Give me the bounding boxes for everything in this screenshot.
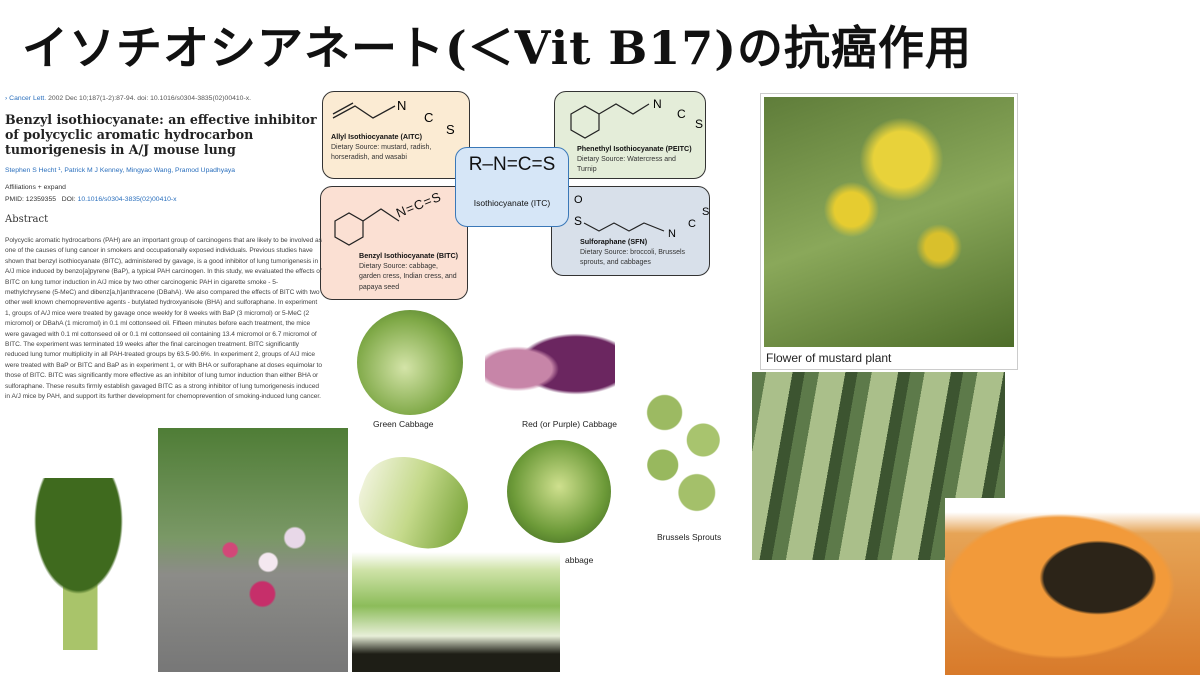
itc-formula: R–N=C=S xyxy=(468,154,556,175)
papaya-photo xyxy=(945,498,1200,675)
doi-label: DOI: xyxy=(61,196,76,203)
svg-text:C: C xyxy=(424,110,433,125)
pubmed-article: › Cancer Lett. 2002 Dec 10;187(1-2):87-9… xyxy=(5,93,323,229)
svg-text:C: C xyxy=(677,107,686,121)
abstract-text: Polycyclic aromatic hydrocarbons (PAH) a… xyxy=(5,237,322,401)
brussels-sprouts-label: Brussels Sprouts xyxy=(657,532,722,542)
green-cabbage-photo xyxy=(357,310,463,415)
svg-text:S: S xyxy=(695,117,703,131)
aitc-structure-icon: N CS xyxy=(332,98,455,136)
red-cabbage-label: Red (or Purple) Cabbage xyxy=(522,419,617,429)
aitc-source: Dietary Source: mustard, radish, horsera… xyxy=(331,143,432,162)
svg-text:C: C xyxy=(688,218,696,230)
broccoli-photo xyxy=(0,478,157,650)
abstract-heading: Abstract xyxy=(5,214,49,225)
aitc-name: Allyl Isothiocyanate (AITC) xyxy=(331,132,423,141)
citation-line: › Cancer Lett. 2002 Dec 10;187(1-2):87-9… xyxy=(5,93,323,104)
peitc-name: Phenethyl Isothiocyanate (PEITC) xyxy=(577,144,692,153)
savoy-cabbage-label: abbage xyxy=(565,555,594,565)
sfn-name: Sulforaphane (SFN) xyxy=(580,237,648,246)
affiliations-row: Affiliations + expand xyxy=(5,182,323,194)
journal-name[interactable]: Cancer Lett. xyxy=(9,95,47,102)
radish-photo xyxy=(158,428,348,672)
affiliations-label: Affiliations xyxy=(5,184,36,191)
bitc-source: Dietary Source: cabbage, garden cress, I… xyxy=(359,262,457,291)
peitc-source: Dietary Source: Watercress and Turnip xyxy=(577,155,676,174)
svg-text:S: S xyxy=(446,122,455,136)
article-heading: Benzyl isothiocyanate: an effective inhi… xyxy=(5,112,317,157)
pmid: PMID: 12359355 xyxy=(5,196,57,203)
slide-title: イソチオシアネート(＜Vit B17)の抗癌作用 xyxy=(22,21,973,75)
svg-text:O: O xyxy=(574,194,583,206)
itc-center-box: R–N=C=S Isothiocyanate (ITC) xyxy=(455,147,569,227)
brussels-sprouts-photo xyxy=(637,390,729,515)
svg-text:S: S xyxy=(574,214,582,228)
citation: 2002 Dec 10;187(1-2):87-94. doi: 10.1016… xyxy=(48,95,251,102)
itc-name: Isothiocyanate (ITC) xyxy=(473,198,551,208)
authors[interactable]: Stephen S Hecht ¹, Patrick M J Kenney, M… xyxy=(5,167,236,174)
savoy-cabbage-photo xyxy=(507,440,611,543)
svg-text:S: S xyxy=(702,206,709,218)
bitc-name: Benzyl Isothiocyanate (BITC) xyxy=(359,251,459,260)
svg-text:N: N xyxy=(668,228,676,239)
bitc-structure-icon xyxy=(334,208,400,246)
bitc-box: N=C=S Benzyl Isothiocyanate (BITC)Dietar… xyxy=(320,186,468,300)
ids-row: PMID: 12359355 DOI: 10.1016/s0304-3835(0… xyxy=(5,194,323,206)
mustard-flower-photo: Flower of mustard plant xyxy=(760,93,1018,370)
doi-link[interactable]: 10.1016/s0304-3835(02)00410-x xyxy=(77,196,177,203)
garden-cress-photo xyxy=(352,552,560,672)
peitc-structure-icon: N CS xyxy=(570,97,703,139)
sfn-source: Dietary Source: broccoli, Brussels sprou… xyxy=(580,248,686,267)
green-cabbage-label: Green Cabbage xyxy=(373,419,434,429)
svg-text:N: N xyxy=(397,98,406,113)
svg-text:N: N xyxy=(653,97,662,111)
expand-button[interactable]: + expand xyxy=(37,184,66,191)
red-cabbage-photo xyxy=(485,316,615,412)
journal-link[interactable]: › Cancer Lett. xyxy=(5,95,47,102)
napa-cabbage-photo xyxy=(348,444,480,560)
mustard-caption: Flower of mustard plant xyxy=(766,351,892,365)
